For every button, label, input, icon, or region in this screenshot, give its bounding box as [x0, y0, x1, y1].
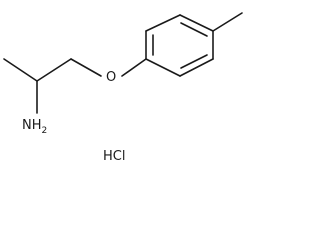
bond-methyl-to-ch	[3, 58, 38, 82]
bond-ring-to-methyl	[212, 12, 243, 32]
atom-labels: O NH2 HCl	[22, 70, 125, 164]
structure-drawing: O NH2 HCl	[3, 12, 243, 164]
bonds	[3, 12, 243, 114]
oxygen-atom-label: O	[106, 70, 116, 85]
chemical-structure-canvas: O NH2 HCl	[3, 12, 243, 164]
ring-double-bond-bottom-right	[180, 54, 208, 69]
ring-bond-6	[145, 58, 181, 77]
amine-label-subscript: 2	[42, 126, 48, 136]
amine-group-label: NH2	[22, 118, 47, 136]
hydrochloride-salt-label: HCl	[103, 149, 125, 164]
bond-ch2-to-oxygen	[70, 58, 102, 77]
amine-label-main: NH	[22, 118, 42, 133]
ring-bond-3	[179, 14, 214, 32]
bond-oxygen-to-ring	[121, 58, 147, 77]
ring-bond-5	[179, 58, 214, 77]
ring-bond-2	[145, 14, 181, 32]
bond-ch-to-ch2	[36, 58, 72, 82]
ring-double-bond-top-right	[180, 22, 208, 37]
